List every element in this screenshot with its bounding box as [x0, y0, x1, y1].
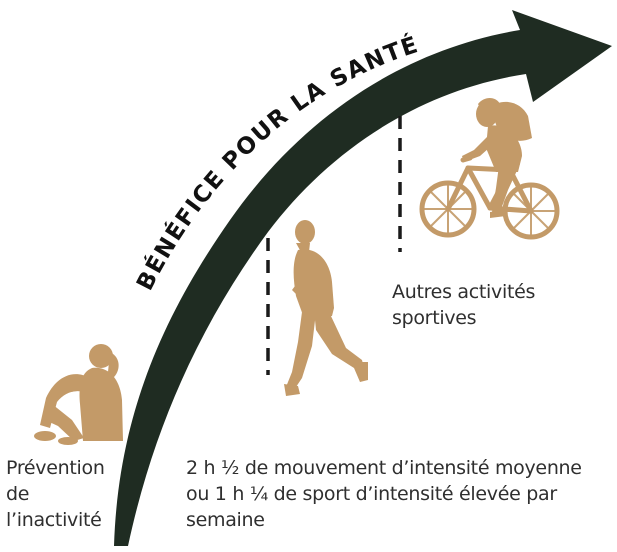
other-activities-label: Autres activités sportives — [392, 279, 592, 331]
walking-person-icon — [284, 220, 368, 396]
movement-label: 2 h ½ de mouvement d’intensité moyenne o… — [186, 455, 616, 533]
movement-line-1: 2 h ½ de mouvement d’intensité moyenne — [186, 457, 582, 479]
other-activities-line-1: Autres activités — [392, 281, 536, 303]
other-activities-line-2: sportives — [392, 307, 477, 329]
prevention-label: Prévention de l’inactivité — [6, 455, 131, 533]
movement-line-2: ou 1 h ¼ de sport d’intensité élevée par — [186, 483, 557, 505]
cyclist-icon — [419, 98, 560, 240]
prevention-line-2: de — [6, 483, 30, 505]
health-benefit-arrow — [114, 10, 612, 546]
sitting-person-icon — [34, 344, 123, 445]
prevention-line-3: l’inactivité — [6, 509, 102, 531]
movement-line-3: semaine — [186, 509, 265, 531]
prevention-line-1: Prévention — [6, 457, 105, 479]
